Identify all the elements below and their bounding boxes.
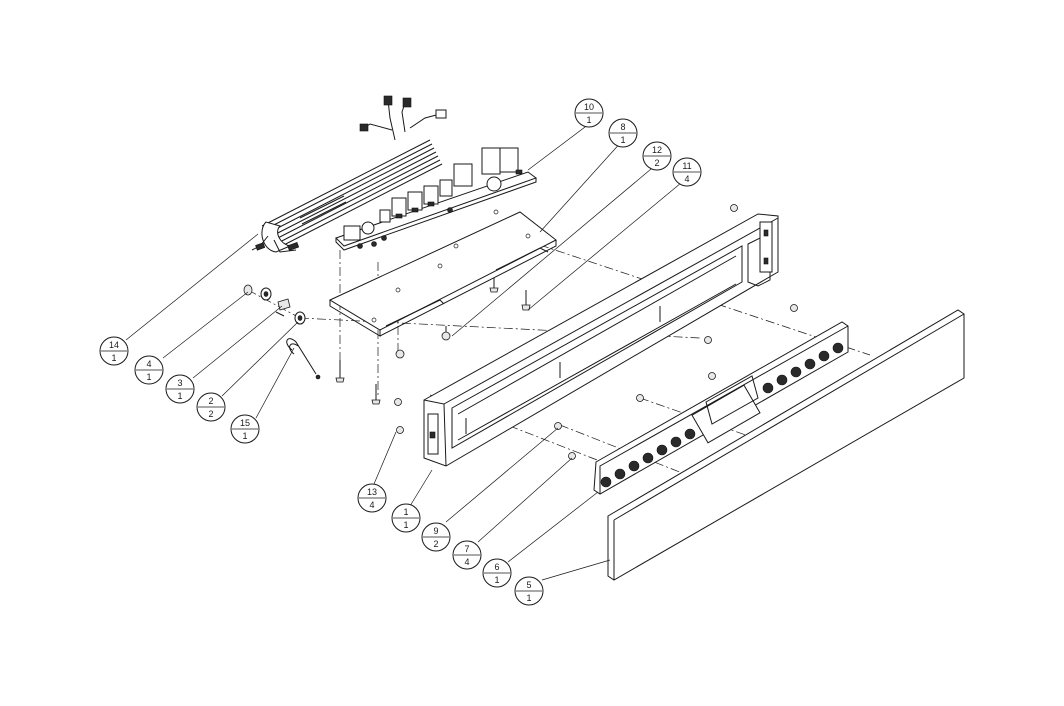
part-number: 13 <box>367 487 377 497</box>
screw-7b <box>636 394 644 402</box>
small-hardware <box>243 284 321 380</box>
callout-balloon-13: 134 <box>357 483 387 513</box>
part-number: 11 <box>682 161 691 171</box>
screw-mount-1 <box>335 360 345 383</box>
callout-balloon-5: 51 <box>514 576 544 606</box>
screw-mount-3 <box>489 278 499 293</box>
callout-balloon-11: 114 <box>672 157 702 187</box>
callout-balloon-4: 41 <box>134 355 164 385</box>
part-number: 4 <box>146 359 151 369</box>
part-number: 14 <box>109 340 119 350</box>
part-quantity: 1 <box>177 391 182 401</box>
part-quantity: 1 <box>494 575 499 585</box>
part-number: 15 <box>240 418 250 428</box>
part-quantity: 2 <box>208 409 213 419</box>
part-4-bushing <box>243 284 272 301</box>
screw-13d <box>704 336 712 344</box>
part-quantity: 4 <box>684 174 689 184</box>
part-quantity: 4 <box>464 557 469 567</box>
part-quantity: 1 <box>620 135 625 145</box>
callout-balloon-12: 122 <box>642 141 672 171</box>
screws <box>335 204 798 460</box>
callout-balloon-9: 92 <box>421 522 451 552</box>
part-number: 6 <box>494 562 499 572</box>
part-number: 7 <box>464 544 469 554</box>
screw-mount-2 <box>371 384 381 405</box>
part-quantity: 4 <box>369 500 374 510</box>
callout-balloon-7: 74 <box>452 540 482 570</box>
callout-balloon-3: 31 <box>165 374 195 404</box>
control-circuit-board <box>335 147 538 251</box>
knob-row-left <box>600 428 696 488</box>
wire-harness <box>251 95 447 253</box>
part-quantity: 2 <box>433 539 438 549</box>
callout-balloon-6: 61 <box>482 558 512 588</box>
front-cover-panel <box>607 309 965 581</box>
leader-lines <box>125 123 688 581</box>
part-2-washer <box>294 311 306 325</box>
callout-balloon-1: 11 <box>391 503 421 533</box>
screw-13a <box>394 398 402 406</box>
part-quantity: 2 <box>654 158 659 168</box>
part-number: 12 <box>652 145 662 155</box>
part-quantity: 1 <box>146 372 151 382</box>
screw-7c <box>708 372 716 380</box>
part-quantity: 1 <box>111 353 116 363</box>
part-15-cable-tie <box>286 338 321 380</box>
screw-12b <box>395 349 405 359</box>
chassis-frame <box>423 213 779 467</box>
screw-13b <box>396 426 404 434</box>
callout-balloon-10: 101 <box>574 98 604 128</box>
screw-13c <box>730 204 738 212</box>
callout-balloon-2: 22 <box>196 392 226 422</box>
part-number: 5 <box>526 580 531 590</box>
screw-7d <box>790 304 798 312</box>
part-number: 9 <box>433 526 438 536</box>
screw-12a <box>441 326 451 341</box>
callout-balloon-14: 141 <box>99 336 129 366</box>
part-number: 1 <box>403 507 408 517</box>
part-quantity: 1 <box>586 115 591 125</box>
part-3-clip <box>275 298 291 317</box>
part-quantity: 1 <box>403 520 408 530</box>
part-quantity: 1 <box>242 431 247 441</box>
callout-balloon-8: 81 <box>608 118 638 148</box>
part-number: 8 <box>620 122 625 132</box>
part-quantity: 1 <box>526 593 531 603</box>
knob-board <box>593 321 849 495</box>
part-number: 3 <box>177 378 182 388</box>
callout-balloon-15: 151 <box>230 414 260 444</box>
screw-9a <box>554 422 562 430</box>
part-number: 10 <box>584 102 594 112</box>
part-number: 2 <box>208 396 213 406</box>
knob-row-right <box>762 342 844 394</box>
screw-11a <box>521 290 531 311</box>
mounting-plate <box>328 209 557 337</box>
screw-7a <box>568 452 576 460</box>
